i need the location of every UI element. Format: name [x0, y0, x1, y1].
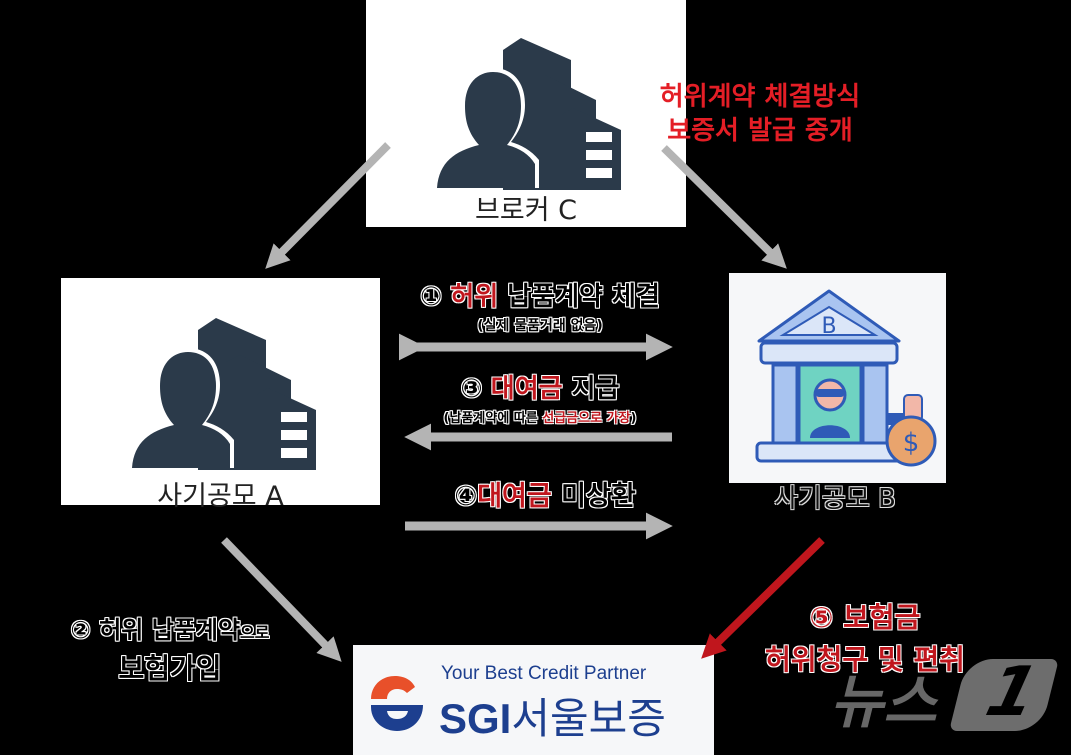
step3-sub-pre: (납품계약에 따른	[443, 411, 543, 426]
sgi-brand-korean: 서울보증	[511, 695, 666, 742]
step2-label: ② 허위 납품계약으로 보험가입	[25, 610, 315, 687]
step3-number: ③	[460, 374, 483, 404]
step2-line2: 보험가입	[118, 652, 222, 685]
step3-sub-highlight: 선급금으로 가장	[542, 411, 631, 426]
step4-highlight: 대여금	[477, 481, 552, 512]
watermark-text: 뉴스	[830, 668, 937, 736]
step3-sub-post: )	[630, 411, 637, 426]
step5-line1: ⑤ 보험금	[809, 601, 921, 634]
broker-note: 허위계약 체결방식 보증서 발급 중개	[640, 80, 880, 148]
news1-watermark: 뉴스 1	[830, 653, 1060, 736]
sgi-brand: SGI서울보증	[439, 685, 666, 746]
sgi-tagline: Your Best Credit Partner	[441, 663, 647, 684]
step1-label: ① 허위 납품계약 체결 (실제 물품거래 없음)	[395, 276, 685, 335]
person-building-icon	[116, 300, 326, 470]
step3-label: ③ 대여금 지급 (납품계약에 따른 선급금으로 가장)	[385, 368, 695, 426]
step4-number: ④	[454, 481, 478, 512]
step3-highlight: 대여금	[490, 374, 563, 404]
sgi-brand-latin: SGI	[439, 695, 512, 742]
sgi-node: Your Best Credit Partner SGI서울보증	[353, 645, 714, 755]
bank-letter: B	[821, 314, 836, 339]
broker-note-line1: 허위계약 체결방식	[659, 82, 861, 112]
person-building-icon	[421, 20, 631, 190]
step5-label: ⑤ 보험금 허위청구 및 편취	[720, 596, 1010, 678]
step4-text: 미상환	[551, 481, 636, 512]
sgi-logo-icon	[367, 673, 427, 733]
step1-highlight: 허위	[450, 282, 499, 312]
bank-thief-money-bag-icon: B $	[749, 283, 939, 468]
step1-sub: (실제 물품거래 없음)	[477, 318, 603, 334]
step2-line1-suffix: 으로	[240, 623, 270, 642]
step2-line1: ② 허위 납품계약	[70, 616, 241, 644]
party-a-node: 사기공모 A	[61, 278, 380, 512]
step1-text: 납품계약 체결	[498, 282, 660, 312]
party-a-label: 사기공모 A	[157, 481, 284, 512]
step5-line2: 허위청구 및 편취	[765, 643, 965, 676]
step3-text: 지급	[562, 374, 620, 404]
svg-text:$: $	[903, 428, 920, 458]
broker-node: 브로커 C	[366, 0, 686, 227]
broker-note-line2: 보증서 발급 중개	[667, 116, 853, 146]
party-b-node: B $	[729, 273, 946, 483]
party-b-label: 사기공모 B	[774, 484, 896, 514]
step4-label: ④대여금 미상환	[395, 474, 695, 513]
step1-number: ①	[420, 282, 443, 312]
broker-label: 브로커 C	[475, 195, 577, 226]
